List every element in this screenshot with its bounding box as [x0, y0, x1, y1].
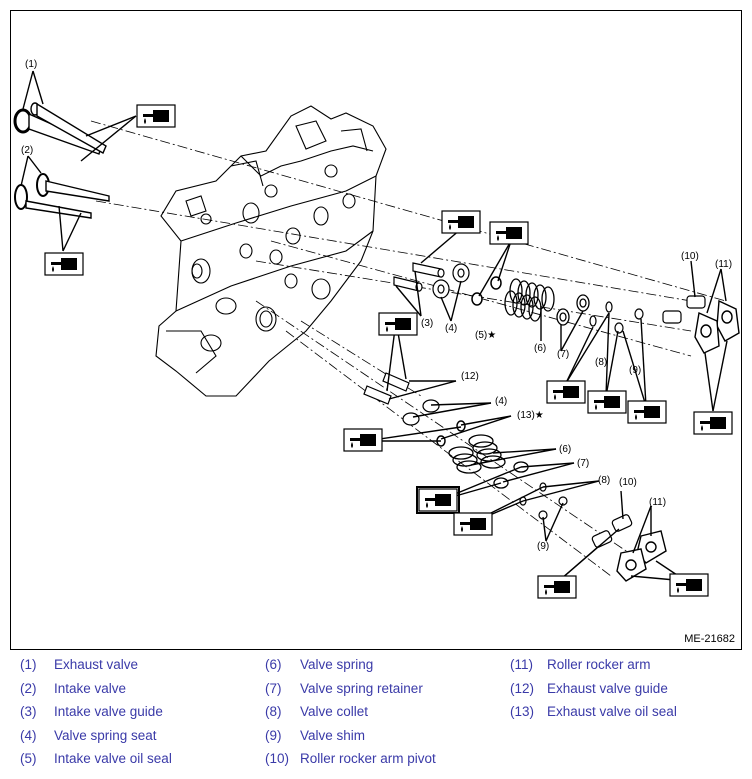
exploded-view-figure: (1) (2) (3) (4) (5)★ (6) (7) (8) (9) (10…	[10, 10, 742, 650]
callout-6-exhaust: (6)	[559, 444, 571, 455]
legend: (1) Exhaust valve (2) Intake valve (3) Intake…	[0, 655, 752, 779]
callout-11: (11)	[715, 259, 732, 270]
legend-label: Valve collet	[300, 704, 369, 719]
exhaust-valve-guides	[363, 372, 410, 405]
legend-number: (11)	[510, 657, 534, 672]
callout-7: (7)	[557, 349, 569, 360]
legend-number: (1)	[20, 657, 37, 672]
callout-9-exhaust: (9)	[537, 541, 549, 552]
exhaust-spring-seats	[402, 399, 440, 426]
callout-3: (3)	[421, 318, 433, 329]
oil-can-icon	[343, 428, 383, 452]
intake-valve-collets	[589, 301, 613, 327]
legend-number: (4)	[20, 728, 37, 743]
callout-11-exhaust: (11)	[649, 497, 666, 508]
legend-label: Valve spring seat	[54, 728, 157, 743]
oil-can-icon	[489, 221, 529, 245]
legend-number: (10)	[265, 751, 290, 766]
callout-1: (1)	[25, 59, 37, 70]
callout-12: (12)	[461, 371, 479, 382]
legend-number: (9)	[265, 728, 282, 743]
callout-labels: (1) (2) (3) (4) (5)★ (6) (7) (8) (9) (10…	[21, 59, 732, 552]
callout-4: (4)	[445, 323, 457, 334]
intake-rocker-pivots	[662, 295, 706, 324]
callout-2: (2)	[21, 145, 33, 156]
oil-can-icon	[693, 411, 733, 435]
legend-label: Intake valve	[54, 681, 127, 696]
intake-roller-rocker-arms	[694, 299, 740, 354]
legend-label: Roller rocker arm pivot	[300, 751, 436, 766]
exhaust-valve	[13, 102, 107, 155]
legend-number: (12)	[510, 681, 535, 696]
legend-label: Valve spring retainer	[300, 681, 423, 696]
callout-10: (10)	[681, 251, 699, 262]
oil-can-icon	[546, 380, 586, 404]
exhaust-valve-shims	[538, 496, 568, 520]
intake-valve-springs	[504, 278, 555, 322]
oil-can-icon	[627, 400, 667, 424]
legend-number: (3)	[20, 704, 37, 719]
intake-oil-seals	[471, 276, 502, 306]
callout-13: (13)★	[517, 410, 544, 421]
legend-number: (13)	[510, 704, 535, 719]
cylinder-head-block	[155, 105, 387, 397]
intake-spring-seats	[432, 263, 470, 299]
callout-10-exhaust: (10)	[619, 477, 637, 488]
figure-code: ME-21682	[684, 633, 735, 645]
oil-application-icons	[44, 104, 733, 599]
legend-label: Exhaust valve oil seal	[547, 704, 677, 719]
legend-label: Roller rocker arm	[547, 657, 651, 672]
intake-spring-retainers	[556, 294, 590, 326]
exhaust-roller-rocker-arms	[616, 530, 667, 582]
oil-can-icon	[669, 573, 709, 597]
legend-label: Valve shim	[300, 728, 366, 743]
oil-can-icon	[44, 252, 84, 276]
intake-valve-shims	[614, 308, 644, 334]
callout-6: (6)	[534, 343, 546, 354]
oil-can-icon	[136, 104, 176, 128]
exhaust-axis-lines	[255, 300, 642, 577]
oil-can-icon	[378, 312, 418, 336]
legend-label: Exhaust valve	[54, 657, 139, 672]
oil-can-icon	[587, 390, 627, 414]
callout-4-exhaust: (4)	[495, 396, 507, 407]
intake-valve	[14, 173, 110, 219]
legend-label: Intake valve oil seal	[54, 751, 172, 766]
exhaust-oil-seals	[436, 420, 466, 447]
legend-label: Intake valve guide	[54, 704, 163, 719]
exhaust-rocker-pivots	[591, 514, 633, 548]
callout-8: (8)	[595, 357, 607, 368]
oil-can-icon	[453, 512, 493, 536]
legend-number: (6)	[265, 657, 282, 672]
legend-number: (8)	[265, 704, 282, 719]
oil-can-icon	[441, 210, 481, 234]
callout-5: (5)★	[475, 330, 496, 341]
legend-number: (2)	[20, 681, 37, 696]
callout-9: (9)	[629, 365, 641, 376]
legend-label: Exhaust valve guide	[547, 681, 668, 696]
exhaust-valve-springs	[448, 434, 506, 474]
exploded-diagram: (1) (2) (3) (4) (5)★ (6) (7) (8) (9) (10…	[13, 59, 740, 599]
callout-7-exhaust: (7)	[577, 458, 589, 469]
legend-number: (7)	[265, 681, 282, 696]
legend-label: Valve spring	[300, 657, 374, 672]
oil-can-icon	[537, 575, 577, 599]
leader-lines	[20, 70, 728, 582]
callout-8-exhaust: (8)	[598, 475, 610, 486]
legend-number: (5)	[20, 751, 37, 766]
oil-can-icon-highlighted	[416, 486, 460, 514]
